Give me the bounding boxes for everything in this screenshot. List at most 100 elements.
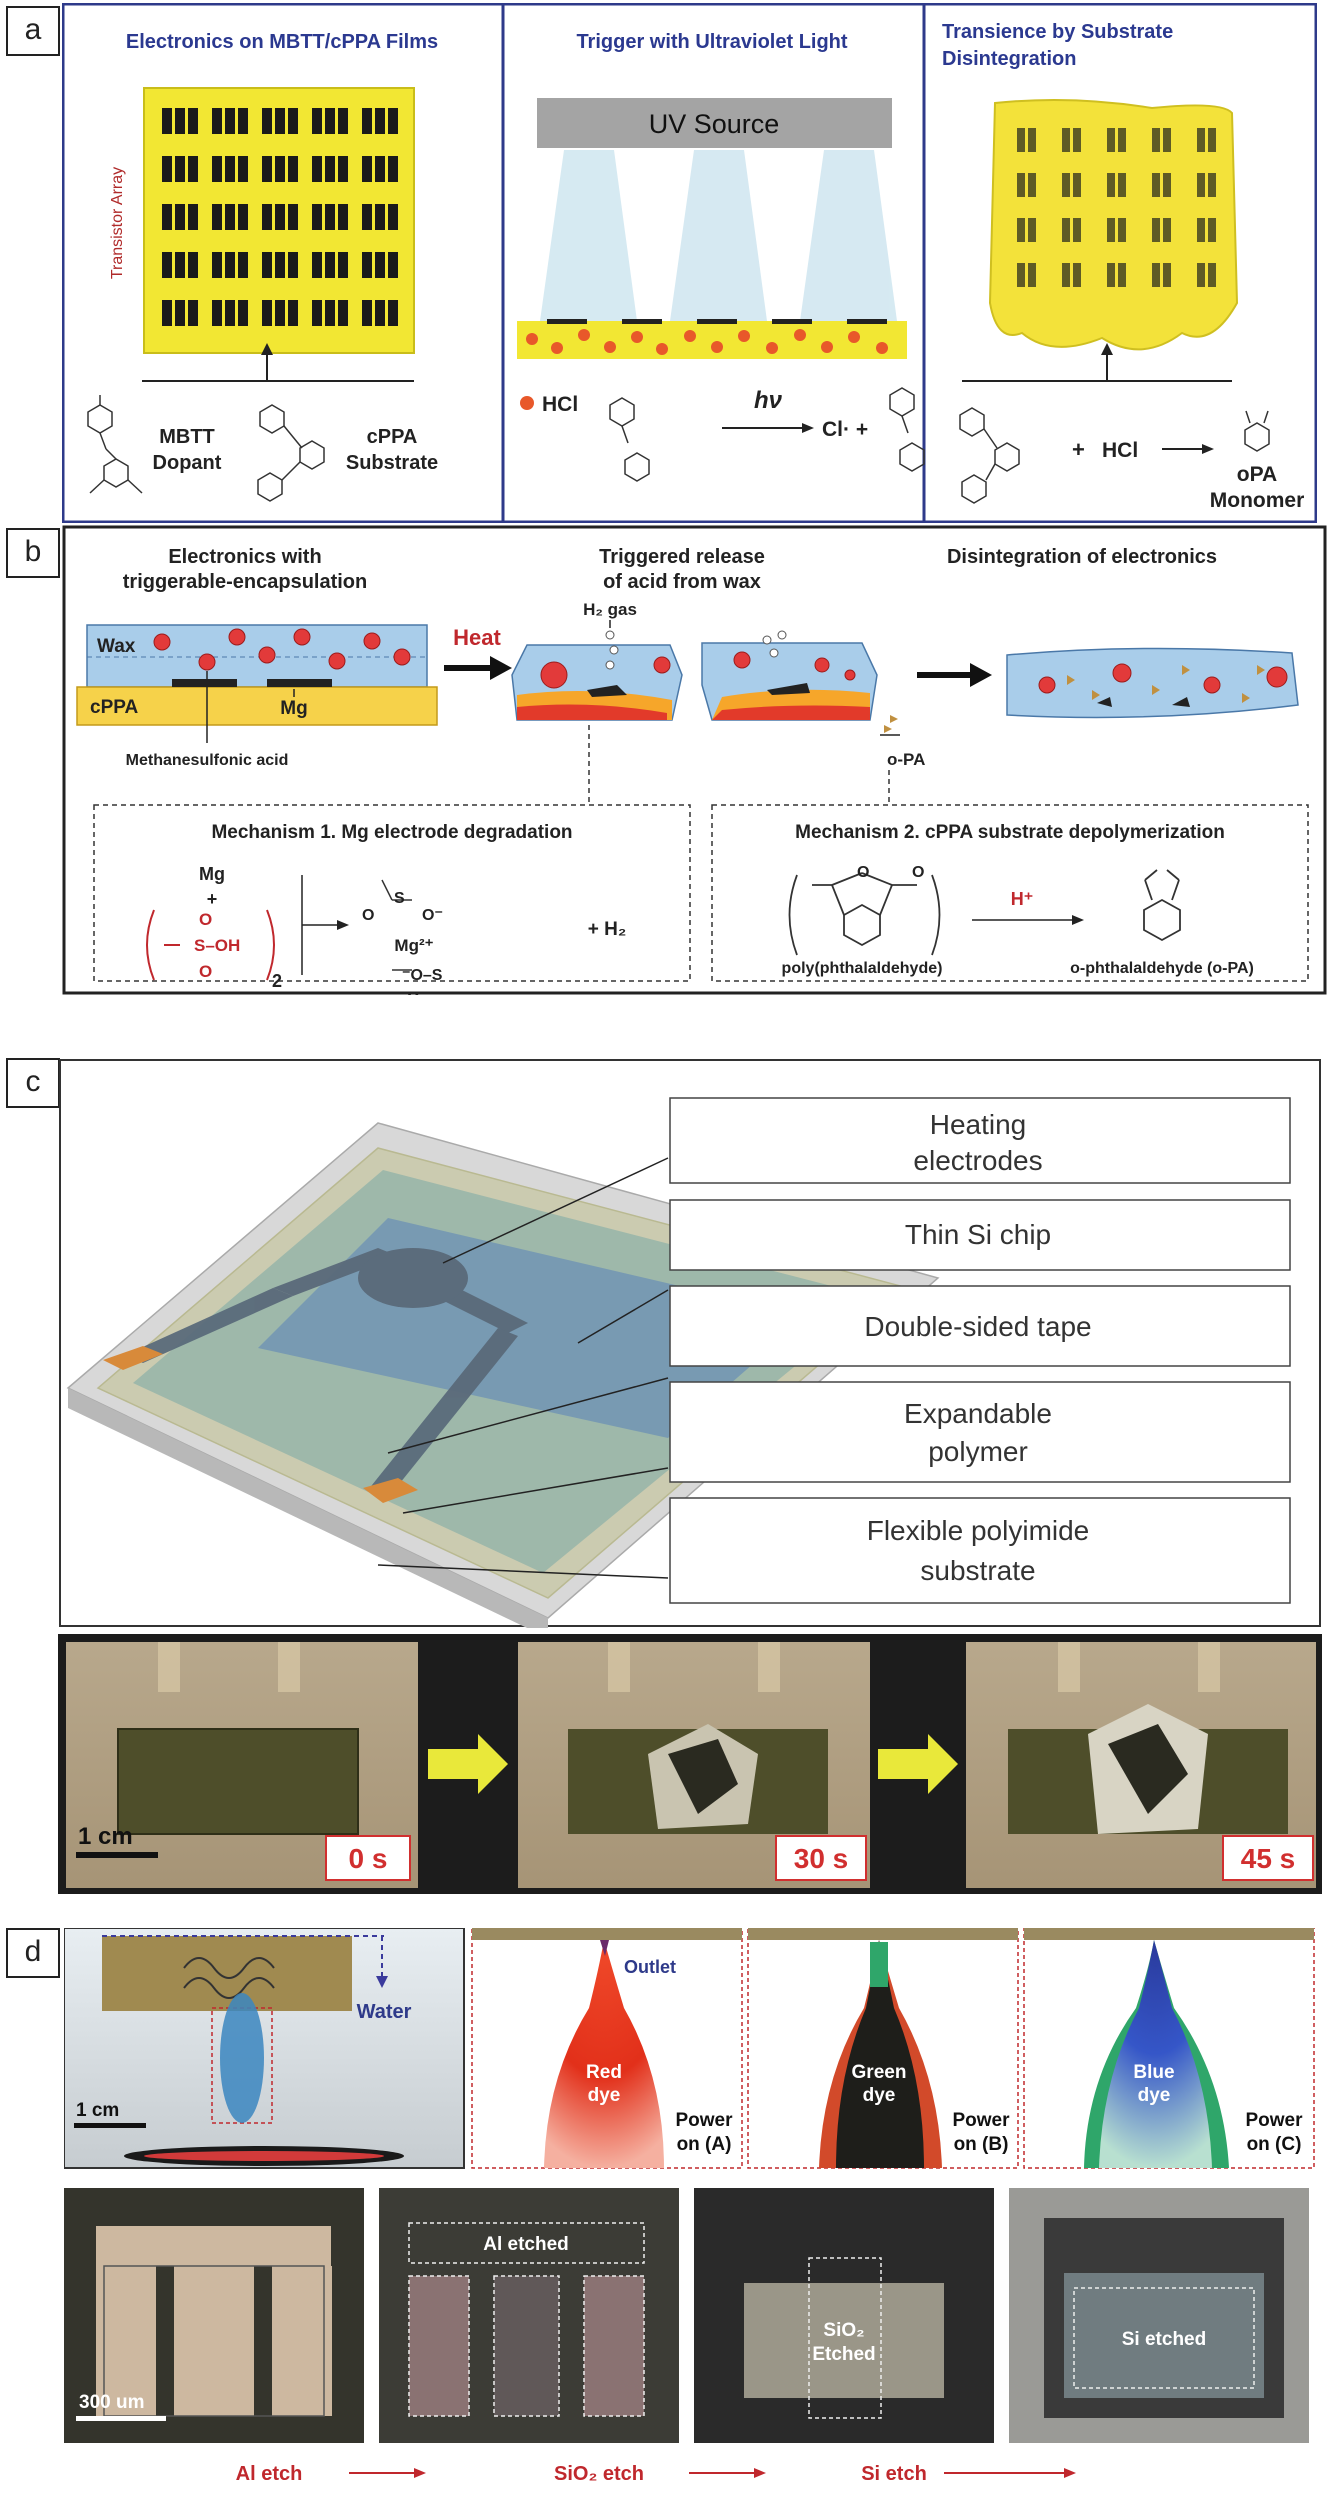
arrow-1 xyxy=(428,1734,508,1794)
uv-electrodes xyxy=(547,319,887,324)
opa-structure xyxy=(1244,410,1270,452)
etch-label-al: Al etch xyxy=(236,2463,303,2485)
panel-c-photos: 1 cm 0 s 30 s 45 s xyxy=(66,1642,1316,1888)
hcl-dots xyxy=(526,329,888,355)
svg-text:S–OH: S–OH xyxy=(194,936,240,955)
label-box-3 xyxy=(669,1285,1291,1367)
heating-electrodes xyxy=(123,1248,528,1498)
a-col3-plus: + xyxy=(1072,437,1085,462)
uv-film xyxy=(517,321,907,359)
label-polymer-1: Expandable xyxy=(904,1398,1052,1429)
panel-a-letter: a xyxy=(6,6,60,56)
svg-text:O: O xyxy=(199,910,212,929)
uv-source-box xyxy=(537,98,892,148)
hcl-legend-dot xyxy=(520,396,534,410)
label-polymer-2: polymer xyxy=(928,1436,1028,1467)
opa-label: oPA xyxy=(1237,463,1277,486)
label-heating-2: electrodes xyxy=(913,1145,1042,1176)
b-heading-2b: of acid from wax xyxy=(603,571,761,593)
green-dye-2: dye xyxy=(863,2085,896,2106)
time-label-45: 45 s xyxy=(1241,1843,1296,1874)
svg-text:⁻O–S: ⁻O–S xyxy=(402,967,443,984)
product-structure xyxy=(889,387,925,472)
etch-label-sio2: SiO₂ etch xyxy=(554,2463,644,2485)
cppa-label: cPPA xyxy=(367,426,418,448)
panel-c-schematic: Heating electrodes Thin Si chip Double-s… xyxy=(59,1059,1321,1628)
blue-dye-1: Blue xyxy=(1133,2062,1174,2083)
panel-d-micrographs: 300 um Al etched SiO₂ Etched Si etched A… xyxy=(64,2188,1309,2485)
water-label: Water xyxy=(357,2001,412,2023)
opa-product-structure xyxy=(1143,869,1181,942)
b-heading-1a: Electronics with xyxy=(168,546,321,568)
mg-electrode-1 xyxy=(172,679,237,687)
opa-b-label: o-PA xyxy=(887,750,925,769)
pphthal-structure xyxy=(788,872,941,956)
photo-scale-label: 1 cm xyxy=(78,1823,133,1850)
si-etched-label: Si etched xyxy=(1122,2329,1206,2350)
svg-text:O: O xyxy=(912,864,924,881)
transistor-array-label: Transistor Array xyxy=(109,167,126,279)
sio2-label-2: Etched xyxy=(812,2344,875,2365)
cppa-structure-2 xyxy=(959,407,1020,504)
mbtt-label: MBTT xyxy=(159,426,215,448)
panel-d-top: Water 1 cm Outlet Red dye Power on (A) G… xyxy=(64,1928,1315,2169)
mech1-title: Mechanism 1. Mg electrode degradation xyxy=(211,822,572,843)
power-a-1: Power xyxy=(675,2110,733,2131)
a-col3-title-2: Disintegration xyxy=(942,48,1076,70)
green-dye-1: Green xyxy=(852,2062,907,2083)
label-heating-1: Heating xyxy=(930,1109,1027,1140)
top-scale-label: 1 cm xyxy=(76,2100,119,2121)
cppa-layer-label: cPPA xyxy=(90,697,139,718)
a-col2-title: Trigger with Ultraviolet Light xyxy=(576,31,847,53)
svg-text:O⁻: O⁻ xyxy=(422,907,443,924)
monomer-label: Monomer xyxy=(1210,489,1305,512)
copper-pad-2 xyxy=(363,1478,418,1503)
mech1-mg: Mg xyxy=(199,864,225,884)
mech1-mg2: Mg²⁺ xyxy=(394,936,433,955)
b-heading-3: Disintegration of electronics xyxy=(947,546,1217,568)
mech1-subscript: 2 xyxy=(272,971,282,991)
label-box-4 xyxy=(669,1381,1291,1483)
etch-label-si: Si etch xyxy=(861,2463,927,2485)
svg-text:O: O xyxy=(199,962,212,981)
a-col1-title: Electronics on MBTT/cPPA Films xyxy=(126,31,438,53)
methanesulfonic-label: Methanesulfonic acid xyxy=(126,752,289,769)
mbtt-structure xyxy=(87,395,143,494)
hv-label: hν xyxy=(754,387,783,414)
power-b-1: Power xyxy=(952,2110,1010,2131)
wax-label: Wax xyxy=(97,636,136,657)
micro-scale-label: 300 um xyxy=(79,2392,144,2413)
sulfonic-acid-structure xyxy=(146,909,275,981)
mech2-poly-label: poly(phthalaldehyde) xyxy=(782,960,943,977)
dopant-label: Dopant xyxy=(153,452,222,474)
cppa-layer xyxy=(76,686,438,726)
panel-b-figure: Electronics with triggerable-encapsulati… xyxy=(62,525,1327,995)
power-a-2: on (A) xyxy=(677,2134,732,2155)
svg-text:O: O xyxy=(362,907,374,924)
panel-c-letter: c xyxy=(6,1058,60,1108)
blue-dye-2: dye xyxy=(1138,2085,1171,2106)
svg-text:O: O xyxy=(857,864,869,881)
copper-pad-1 xyxy=(103,1346,163,1370)
disintegrating-transistors xyxy=(1017,128,1216,287)
a-col3-hcl: HCl xyxy=(1102,439,1138,462)
transistor-grid xyxy=(162,108,398,326)
sio2-label-1: SiO₂ xyxy=(823,2320,864,2341)
red-dye-1: Red xyxy=(586,2062,622,2083)
time-label-30: 30 s xyxy=(794,1843,849,1874)
mbtt-structure-2 xyxy=(609,397,650,482)
mg-electrode-2 xyxy=(267,679,332,687)
panel-d-letter: d xyxy=(6,1928,60,1978)
mech2-opa-label: o-phthalaldehyde (o-PA) xyxy=(1070,960,1254,977)
arrow-2 xyxy=(878,1734,958,1794)
disintegrated-film xyxy=(1006,647,1299,719)
red-dye-plume xyxy=(544,1940,664,2168)
panel-a-figure: Electronics on MBTT/cPPA Films Transisto… xyxy=(62,3,1317,523)
h2-gas-label: H₂ gas xyxy=(583,600,637,619)
power-b-2: on (B) xyxy=(954,2134,1009,2155)
hcl-legend-label: HCl xyxy=(542,393,578,416)
label-box-1 xyxy=(669,1097,1291,1184)
power-c-2: on (C) xyxy=(1247,2134,1302,2155)
label-box-2 xyxy=(669,1199,1291,1271)
al-etched-label: Al etched xyxy=(483,2234,569,2255)
